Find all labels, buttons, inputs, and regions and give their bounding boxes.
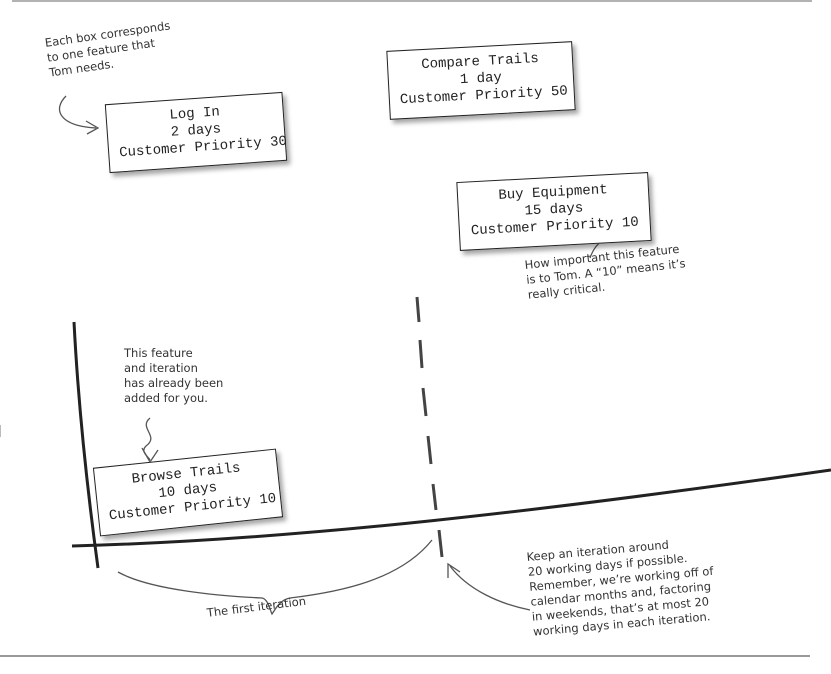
vertical-axis <box>72 321 100 569</box>
note-iteration-length: Keep an iteration around 20 working days… <box>526 537 714 639</box>
iteration-note-arrow <box>449 565 531 611</box>
card-buy-equipment: Buy Equipment 15 days Customer Priority … <box>456 172 652 251</box>
note-already-added: This feature and iteration has already b… <box>124 346 224 405</box>
card-log-in: Log In 2 days Customer Priority 30 <box>104 91 287 174</box>
first-iteration-brace <box>117 539 433 616</box>
each-box-arrowhead <box>85 120 100 135</box>
iteration-note-arrowhead <box>447 562 461 578</box>
horizontal-axis <box>71 468 831 548</box>
card-compare-trails: Compare Trails 1 day Customer Priority 5… <box>386 41 576 120</box>
iteration-divider <box>415 296 444 558</box>
each-box-arrow <box>58 95 97 129</box>
